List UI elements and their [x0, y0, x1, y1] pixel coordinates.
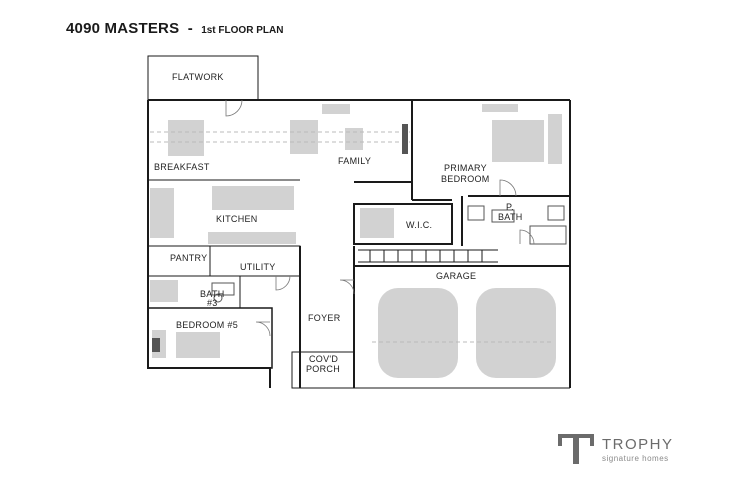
breakfast-door	[225, 99, 243, 117]
pbath-fixtures	[211, 205, 567, 303]
dark-details	[152, 124, 408, 352]
label-pbath-2: BATH	[498, 212, 523, 222]
family-sofa	[290, 120, 318, 154]
garage-car-left	[378, 288, 458, 378]
label-bedroom5: BEDROOM #5	[176, 320, 238, 330]
trophy-logo-icon	[558, 434, 594, 464]
plan-name: 4090 MASTERS	[66, 20, 180, 37]
wic-shelving	[360, 208, 394, 238]
garage-entry-door	[339, 279, 355, 295]
bedroom5-bed	[176, 332, 220, 358]
primary-dresser	[482, 104, 518, 112]
garage-north-wall	[353, 246, 571, 267]
label-porch-1: COV'D	[309, 354, 338, 364]
label-bath3-1: BATH	[200, 289, 225, 299]
kitchen-counter	[150, 188, 174, 238]
bedroom5-outline	[147, 307, 273, 369]
pbath-toilet	[491, 209, 515, 223]
label-breakfast: BREAKFAST	[154, 162, 210, 172]
label-primary-2: BEDROOM	[441, 174, 490, 184]
beam-lines	[150, 131, 552, 343]
primary-door	[499, 179, 517, 197]
label-kitchen: KITCHEN	[216, 214, 258, 224]
label-primary-1: PRIMARY	[444, 163, 487, 173]
porch-outline	[291, 351, 355, 389]
label-family: FAMILY	[338, 156, 371, 166]
walls	[147, 55, 571, 389]
bath3-vanity	[211, 282, 235, 296]
trophy-logo: TROPHY signature homes	[556, 432, 706, 466]
fireplace	[402, 124, 408, 154]
label-bath3-2: #3	[207, 298, 218, 308]
logo-name: TROPHY	[602, 436, 674, 453]
fixtures	[150, 104, 562, 378]
bedroom5-door	[255, 321, 271, 337]
label-porch-2: PORCH	[306, 364, 340, 374]
plan-title: 4090 MASTERS - 1st FLOOR PLAN	[66, 20, 283, 38]
bath3-tub	[150, 280, 178, 302]
label-garage: GARAGE	[436, 271, 476, 281]
kitchen-back-counter	[208, 232, 296, 244]
label-wic: W.I.C.	[406, 220, 432, 230]
family-chair	[322, 104, 350, 114]
pbath-sink-right	[547, 205, 565, 221]
label-foyer: FOYER	[308, 313, 341, 323]
label-utility: UTILITY	[240, 262, 276, 272]
plan-subtitle: 1st FLOOR PLAN	[201, 25, 284, 36]
garage-car-right	[476, 288, 556, 378]
title-separator: -	[187, 20, 193, 37]
wic-outline	[353, 203, 453, 245]
primary-bed	[492, 120, 544, 162]
bath3-toilet	[213, 293, 223, 303]
kitchen-island	[212, 186, 294, 210]
bath3-door	[275, 275, 291, 291]
pbath-shower	[529, 225, 567, 245]
stairs	[358, 249, 498, 263]
bedroom5-window	[152, 338, 160, 352]
primary-nightstands	[548, 114, 562, 164]
family-table	[345, 128, 363, 150]
logo-tagline: signature homes	[602, 454, 669, 463]
pbath-door	[519, 229, 535, 245]
label-pantry: PANTRY	[170, 253, 207, 263]
label-pbath-1: P.	[506, 202, 514, 212]
door-swings	[225, 99, 535, 337]
breakfast-table	[168, 120, 204, 156]
pbath-sink-left	[467, 205, 485, 221]
label-flatwork: FLATWORK	[172, 72, 224, 82]
